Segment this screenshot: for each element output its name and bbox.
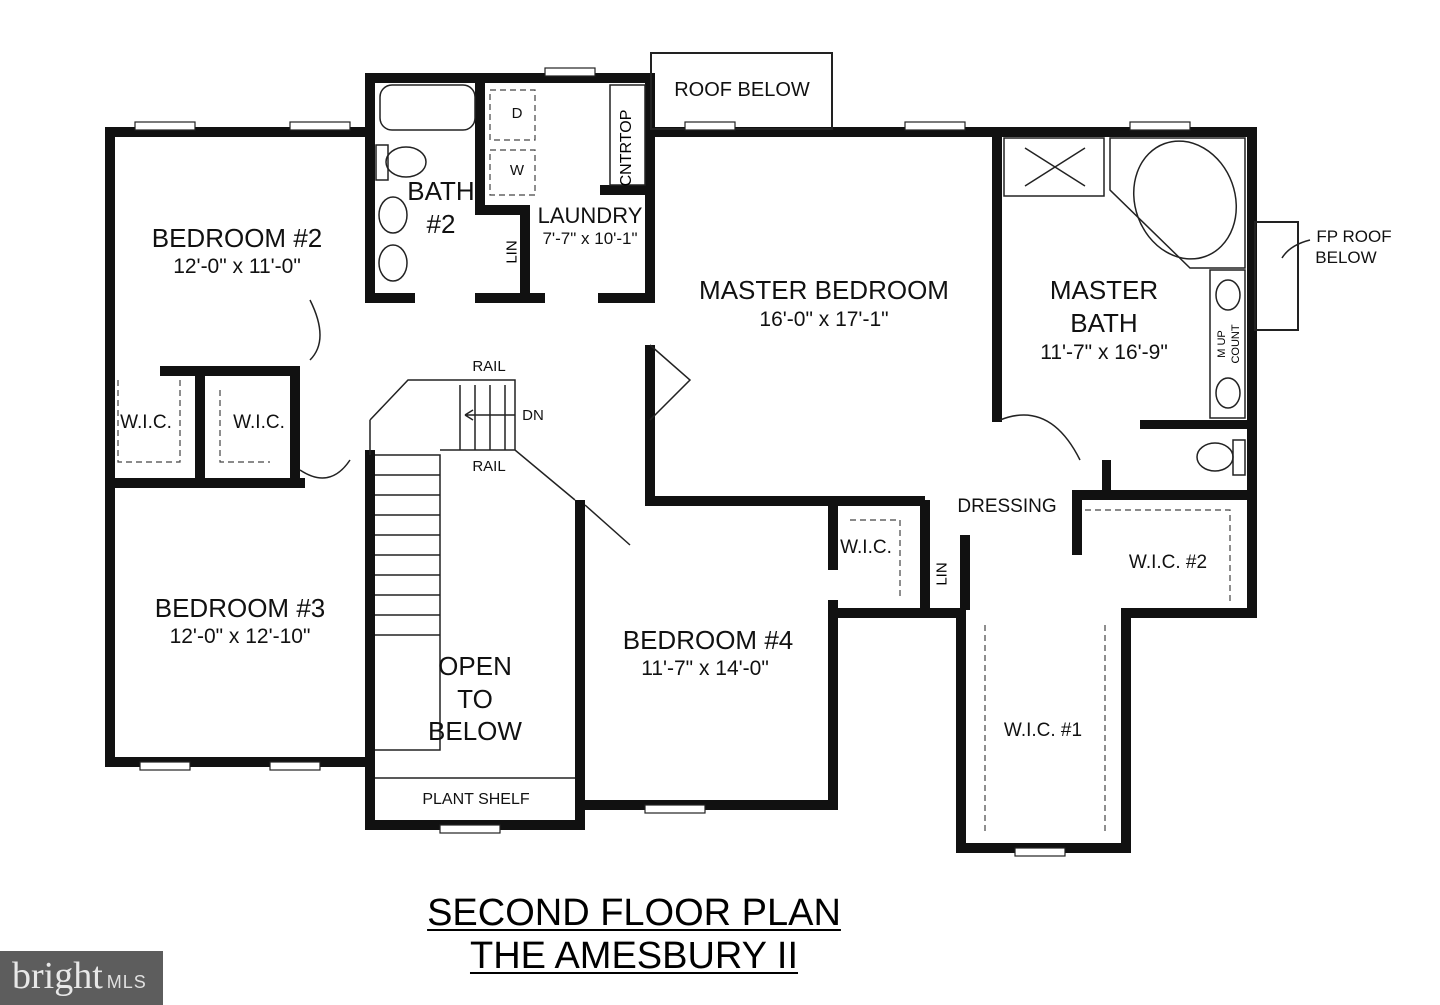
master-bedroom-label: MASTER BEDROOM: [699, 275, 949, 305]
bath-2-label-1: BATH: [407, 176, 475, 206]
open-to-below-2: TO: [457, 684, 493, 714]
wic-left-1: W.I.C.: [120, 412, 172, 433]
countertop-label: CNTRTOP: [618, 109, 635, 187]
rail-bottom-label: RAIL: [472, 458, 506, 475]
wic-2-label: W.I.C. #2: [1128, 552, 1208, 573]
watermark-suffix: MLS: [106, 972, 147, 992]
dressing-label: DRESSING: [957, 496, 1057, 517]
master-bath-dims: 11'-7" x 16'-9": [1040, 341, 1168, 364]
bedroom-2-label: BEDROOM #2: [151, 223, 323, 253]
walls: [105, 73, 1257, 853]
watermark-brand: bright: [12, 955, 103, 997]
bedroom-4-label: BEDROOM #4: [622, 625, 794, 655]
wic-bedroom-4: W.I.C.: [840, 537, 892, 558]
linen-lower: LIN: [933, 562, 951, 586]
plan-subtitle: THE AMESBURY II: [469, 935, 799, 977]
bedroom-4-dims: 11'-7" x 14'-0": [641, 657, 769, 680]
stair-down-label: DN: [522, 407, 544, 424]
plan-title: SECOND FLOOR PLAN: [427, 892, 841, 934]
fp-roof-label-1: FP ROOF: [1316, 227, 1392, 246]
laundry-dims: 7'-7" x 10'-1": [542, 229, 638, 248]
dryer-label: D: [511, 105, 523, 122]
makeup-label-2: COUNT: [1230, 324, 1242, 364]
wic-1-label: W.I.C. #1: [1003, 720, 1083, 741]
bedroom-3-label: BEDROOM #3: [154, 593, 326, 623]
plant-shelf-label: PLANT SHELF: [422, 791, 530, 808]
open-to-below-3: BELOW: [428, 716, 522, 746]
roof-below-label: ROOF BELOW: [674, 79, 810, 101]
master-bedroom-dims: 16'-0" x 17'-1": [759, 308, 889, 331]
bedroom-2-dims: 12'-0" x 11'-0": [173, 255, 301, 278]
wic-left-2: W.I.C.: [233, 412, 285, 433]
fp-roof-label-2: BELOW: [1315, 248, 1377, 267]
makeup-label-1: M UP: [1216, 330, 1228, 358]
laundry-label: LAUNDRY: [537, 203, 643, 228]
windows: [134, 67, 1191, 857]
rail-top-label: RAIL: [472, 358, 506, 375]
bedroom-3-dims: 12'-0" x 12'-10": [169, 625, 311, 648]
linen-upper: LIN: [503, 240, 521, 264]
bath-2-label-2: #2: [426, 209, 456, 239]
bright-mls-watermark: bright MLS: [0, 951, 163, 1005]
open-to-below-1: OPEN: [438, 651, 512, 681]
washer-label: W: [509, 162, 525, 179]
master-bath-label-1: MASTER: [1049, 275, 1159, 305]
master-bath-label-2: BATH: [1070, 308, 1138, 338]
